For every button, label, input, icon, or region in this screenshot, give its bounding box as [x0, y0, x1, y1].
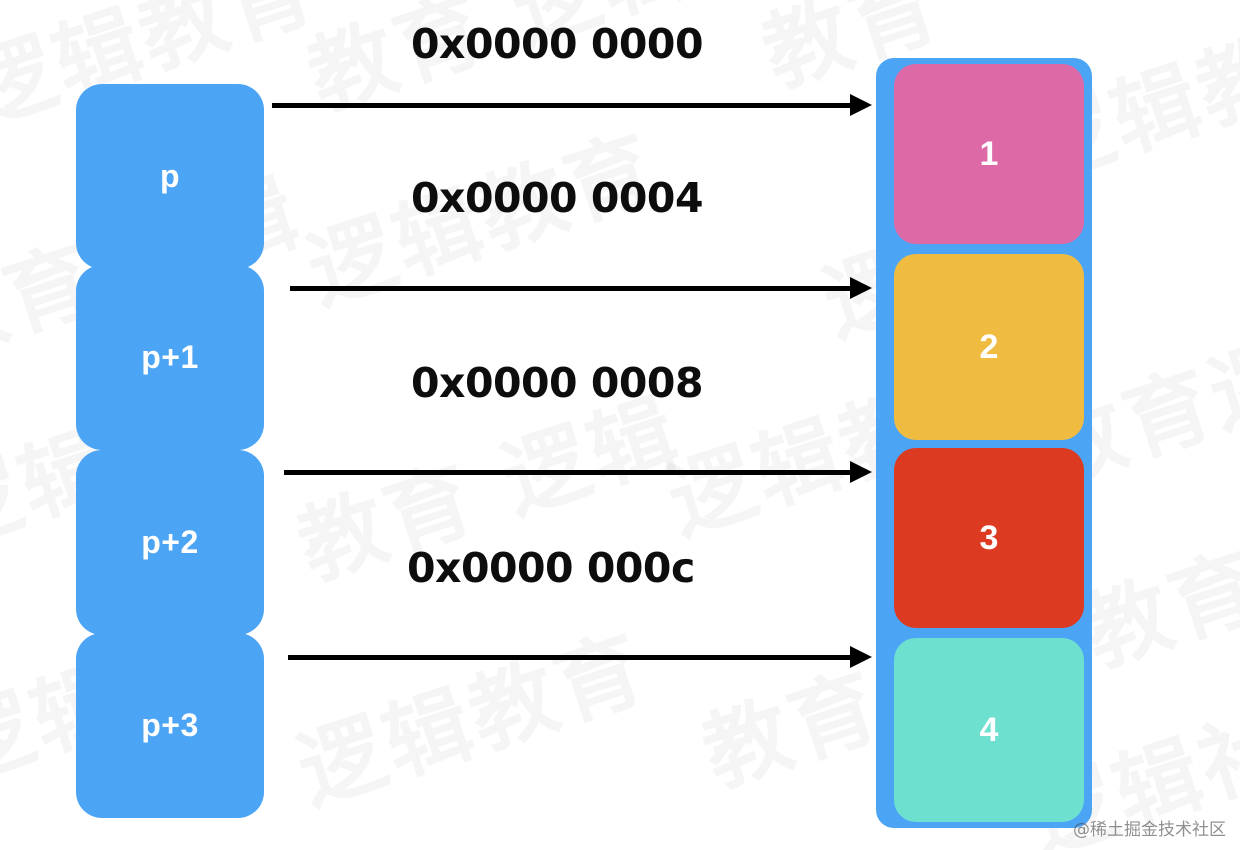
- pointer-cell-label: p+1: [141, 339, 199, 375]
- arrow-head-icon: [850, 646, 872, 668]
- arrow-shaft: [288, 655, 853, 660]
- arrow-head-icon: [850, 277, 872, 299]
- pointer-cell-label: p: [159, 158, 181, 194]
- background-watermark-tile: 教育: [685, 635, 895, 810]
- address-label-3: 0x0000 000c: [407, 544, 695, 592]
- memory-cell-value: 4: [979, 710, 999, 749]
- arrow-shaft: [290, 286, 853, 291]
- pointer-cell-pplus3: p+3: [76, 633, 264, 818]
- address-label-0: 0x0000 0000: [411, 20, 703, 68]
- arrow-head-icon: [850, 94, 872, 116]
- arrow-head-icon: [850, 461, 872, 483]
- memory-cell-value: 3: [979, 518, 999, 557]
- arrow-shaft: [284, 470, 853, 475]
- memory-cell-4: 4: [894, 638, 1084, 822]
- pointer-cell-label: p+3: [141, 707, 199, 743]
- pointer-column: p p+1 p+2 p+3: [76, 84, 264, 818]
- arrow-shaft: [272, 103, 853, 108]
- pointer-cell-p: p: [76, 84, 264, 269]
- memory-cell-1: 1: [894, 64, 1084, 244]
- memory-column-container: 1 2 3 4: [876, 58, 1092, 828]
- memory-cell-value: 2: [979, 327, 999, 366]
- pointer-cell-pplus1: p+1: [76, 265, 264, 450]
- background-watermark-tile: 逻辑教育: [279, 597, 660, 827]
- pointer-cell-pplus2: p+2: [76, 450, 264, 635]
- memory-cell-3: 3: [894, 448, 1084, 628]
- address-label-1: 0x0000 0004: [411, 174, 703, 222]
- address-label-2: 0x0000 0008: [411, 359, 703, 407]
- memory-cell-value: 1: [979, 134, 999, 173]
- pointer-cell-label: p+2: [141, 524, 199, 560]
- memory-cell-2: 2: [894, 254, 1084, 440]
- corner-watermark: @稀土掘金技术社区: [1073, 820, 1226, 840]
